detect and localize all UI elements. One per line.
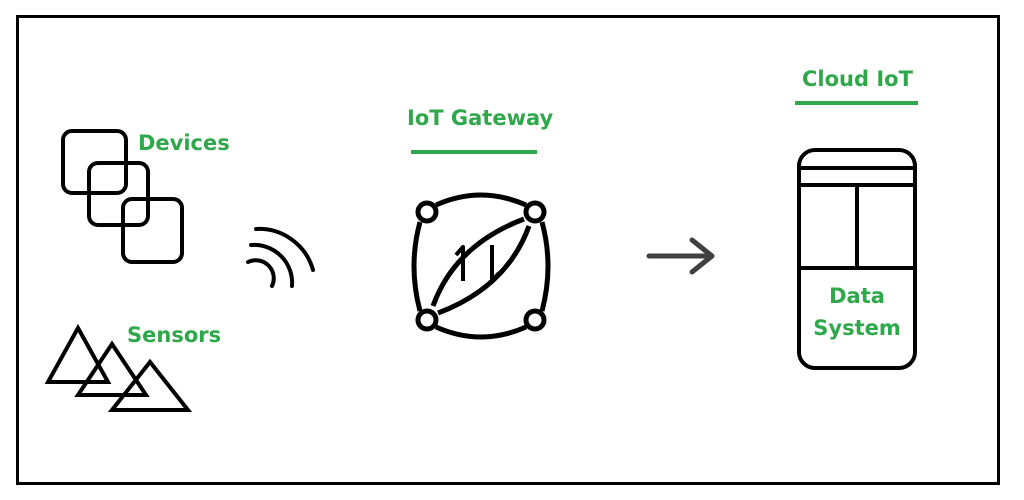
diagram-frame [16,15,1000,485]
devices-label: Devices [138,131,230,155]
database-server-icon [797,148,917,370]
cloud-title: Cloud IoT [802,67,913,91]
sensors-icon [44,323,193,412]
gateway-exchange-icon [411,192,551,340]
data-system-label-line2: System [813,316,901,340]
gateway-title: IoT Gateway [407,106,554,130]
data-system-label-line1: Data [829,284,885,308]
right-arrow-icon [646,237,715,275]
wifi-signal-icon [246,226,315,288]
sensors-label: Sensors [127,323,222,347]
devices-icon [61,129,184,264]
